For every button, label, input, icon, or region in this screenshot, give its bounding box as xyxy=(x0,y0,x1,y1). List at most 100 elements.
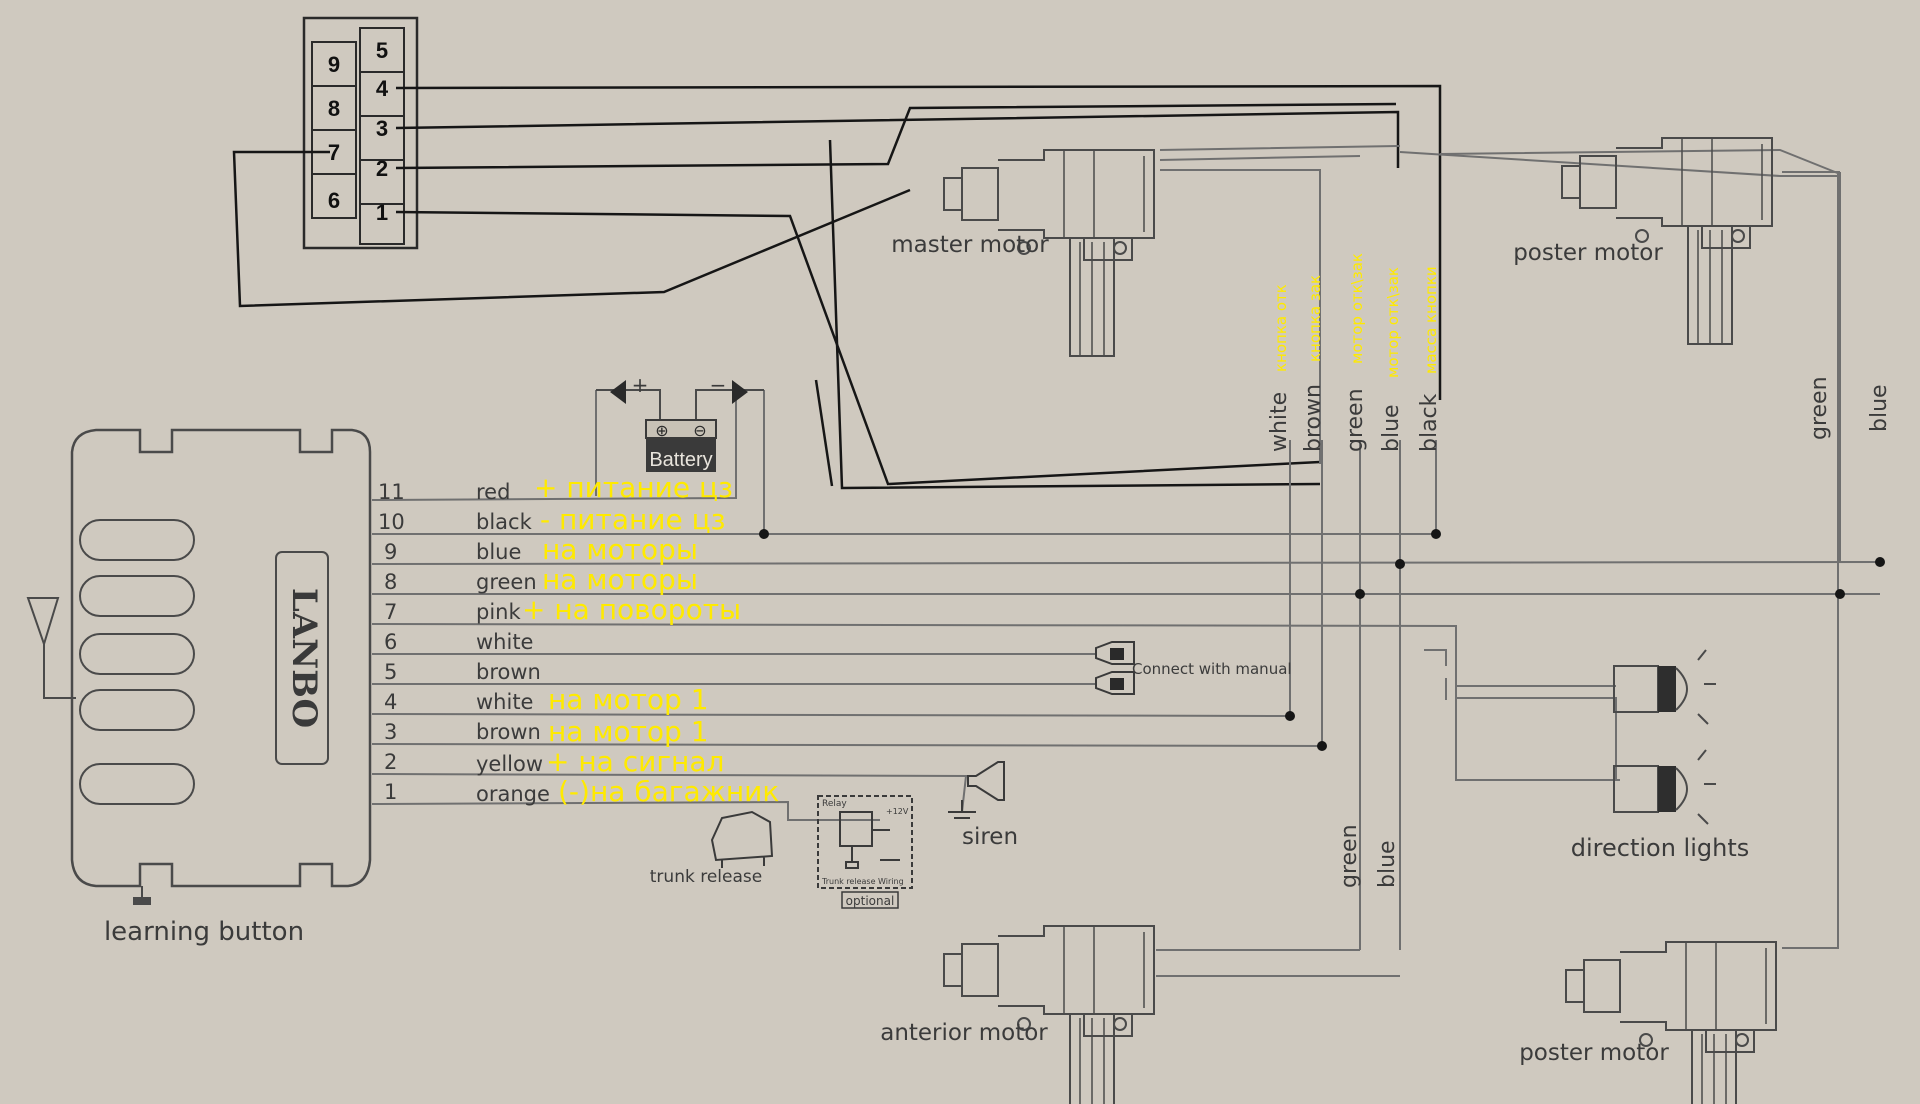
master-wire-color: black xyxy=(1417,393,1442,452)
wire-number: 1 xyxy=(384,780,397,804)
antenna-icon xyxy=(26,597,76,699)
master-wire-labels: white кнопка отк brown кнопка зак green … xyxy=(1267,253,1442,452)
wire-number: 6 xyxy=(384,630,397,654)
pin-1: 1 xyxy=(376,200,388,225)
wire-row: 10 black - питание цз xyxy=(378,503,726,536)
wire-row: 11 red + питание цз xyxy=(378,471,733,504)
wire-color: pink xyxy=(476,600,521,624)
right-wire-blue: blue xyxy=(1867,384,1892,432)
wire-number: 4 xyxy=(384,690,397,714)
master-wire-note: кнопка зак xyxy=(1306,275,1324,362)
master-wire-note: кнопка отк xyxy=(1272,284,1290,372)
pin-2: 2 xyxy=(376,156,388,181)
wire-row: 5 brown xyxy=(384,660,541,684)
relay-optional-label: optional xyxy=(846,894,895,908)
lanbo-control-unit: LANBO learning button xyxy=(26,428,372,947)
car-trunk-icon xyxy=(710,810,774,868)
pin-8: 8 xyxy=(328,96,340,121)
wire-number: 5 xyxy=(384,660,397,684)
wire-note: + питание цз xyxy=(534,471,733,504)
relay-icon xyxy=(839,811,900,869)
wire-color: white xyxy=(476,690,533,714)
master-wire-color: white xyxy=(1267,392,1292,452)
wire-note: + на сигнал xyxy=(546,745,724,778)
master-motor: master motor xyxy=(891,149,1155,357)
wire-row: 4 white на мотор 1 xyxy=(384,683,709,716)
master-wire-color: green xyxy=(1343,388,1368,452)
master-wire-note: мотор отк\зак xyxy=(1348,253,1366,364)
wire-row: 9 blue на моторы xyxy=(384,533,698,566)
master-wire-note: мотор отк\зак xyxy=(1384,267,1402,378)
wire-note: на моторы xyxy=(542,533,698,566)
battery-minus-label: − xyxy=(710,373,727,397)
poster-motor-top: poster motor xyxy=(1513,137,1773,345)
siren-icon xyxy=(967,761,1005,801)
wire-color: white xyxy=(476,630,533,654)
wire-row: 7 pink + на повороты xyxy=(384,593,741,626)
manual-connectors: Connect with manual xyxy=(1095,641,1292,695)
wire-color: brown xyxy=(476,660,541,684)
wire-list: 11 red + питание цз 10 black - питание ц… xyxy=(378,471,779,808)
connector-wires xyxy=(232,84,1442,490)
wire-row: 8 green на моторы xyxy=(384,563,698,596)
wire-color: green xyxy=(476,570,537,594)
relay-box: Relay +12V Trunk release Wiring optional xyxy=(817,795,913,909)
battery-minus-arrow-icon xyxy=(732,380,748,404)
battery-label: Battery xyxy=(649,449,712,471)
master-wire-color: brown xyxy=(1301,384,1326,452)
pin-4: 4 xyxy=(376,76,389,101)
connect-manual-label: Connect with manual xyxy=(1132,660,1292,678)
master-wire-color: blue xyxy=(1379,404,1404,452)
wire-number: 7 xyxy=(384,600,397,624)
wire-color: red xyxy=(476,480,510,504)
anterior-motor-label: anterior motor xyxy=(880,1020,1048,1046)
bottom-wire-blue: blue xyxy=(1375,840,1400,888)
trunk-release-label: trunk release xyxy=(650,867,762,887)
pin-5: 5 xyxy=(376,38,388,63)
relay-voltage: +12V xyxy=(886,807,909,816)
siren: siren xyxy=(948,761,1018,850)
trunk-release: trunk release xyxy=(650,810,774,887)
poster-motor-bottom: poster motor xyxy=(1519,941,1777,1104)
relay-wiring-label: Trunk release Wiring xyxy=(821,877,904,886)
wire-row: 3 brown на мотор 1 xyxy=(384,715,709,748)
master-wire-note: масса кнопки xyxy=(1422,266,1440,374)
wire-note: (-)на багажник xyxy=(558,775,779,808)
wire-number: 10 xyxy=(378,510,405,534)
battery-plus-symbol: ⊕ xyxy=(655,423,668,440)
pin-7: 7 xyxy=(328,140,340,165)
wire-number: 3 xyxy=(384,720,397,744)
direction-lights: direction lights xyxy=(1571,649,1750,862)
wire-row: 6 white xyxy=(384,630,533,654)
direction-lights-label: direction lights xyxy=(1571,834,1750,862)
wire-color: black xyxy=(476,510,533,534)
connector-block: 9 8 7 6 5 4 3 2 1 xyxy=(302,16,419,250)
lamp-icon xyxy=(1613,749,1717,825)
wire-color: brown xyxy=(476,720,541,744)
siren-label: siren xyxy=(962,824,1018,850)
right-wire-green: green xyxy=(1807,376,1832,440)
wire-color: yellow xyxy=(476,752,543,776)
wire-note: - питание цз xyxy=(540,503,726,536)
wire-color: blue xyxy=(476,540,521,564)
pin-3: 3 xyxy=(376,116,388,141)
wire-number: 11 xyxy=(378,480,405,504)
wire-row: 2 yellow + на сигнал xyxy=(384,745,724,778)
wire-number: 9 xyxy=(384,540,397,564)
battery-plus-label: + xyxy=(632,373,649,397)
anterior-motor: anterior motor xyxy=(880,925,1155,1104)
pin-9: 9 xyxy=(328,52,340,77)
wire-color: orange xyxy=(476,782,550,806)
pin-6: 6 xyxy=(328,188,340,213)
lamp-icon xyxy=(1613,649,1717,725)
connector-plug-icon xyxy=(1095,641,1135,665)
wire-row: 1 orange (-)на багажник xyxy=(384,775,779,808)
poster-motor-top-label: poster motor xyxy=(1513,240,1663,266)
battery-plus-arrow-icon xyxy=(610,380,626,404)
bottom-wire-green: green xyxy=(1337,824,1362,888)
wire-note: на мотор 1 xyxy=(548,683,709,716)
wire-note: + на повороты xyxy=(522,593,741,626)
learning-button-icon xyxy=(133,886,151,905)
lanbo-logo: LANBO xyxy=(284,588,324,728)
